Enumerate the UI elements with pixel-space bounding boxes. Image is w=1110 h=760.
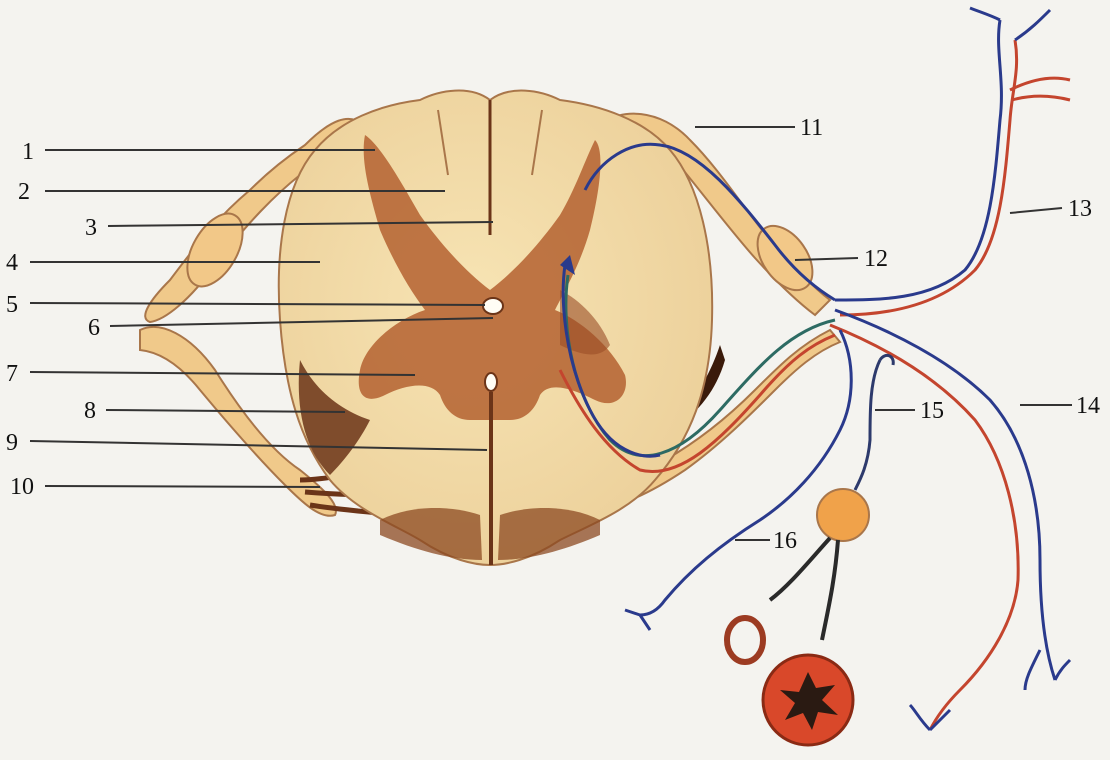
label-6: 6 <box>88 315 100 341</box>
fiber-14-branches <box>910 650 1070 730</box>
anterior-funiculus-shading <box>380 508 482 560</box>
anterior-funiculus-shading-right <box>498 508 600 560</box>
leader-13 <box>1010 208 1062 213</box>
label-13: 13 <box>1068 196 1092 222</box>
label-9: 9 <box>6 430 18 456</box>
label-3: 3 <box>85 215 97 241</box>
label-11: 11 <box>800 115 823 141</box>
label-1: 1 <box>22 139 34 165</box>
spinal-cord-section <box>279 91 712 565</box>
label-10: 10 <box>10 474 34 500</box>
fiber-13-branch-b <box>1010 78 1070 100</box>
fiber-13-red <box>840 40 1017 315</box>
label-16: 16 <box>773 528 797 554</box>
leader-10 <box>45 486 320 487</box>
anterior-median-fissure-top <box>485 373 497 391</box>
postganglionic-fiber-organ <box>822 540 838 640</box>
label-15: 15 <box>920 398 944 424</box>
blood-vessel <box>727 618 763 662</box>
fiber-14-blue <box>835 310 1055 680</box>
label-7: 7 <box>6 361 18 387</box>
fiber-15 <box>855 360 880 490</box>
central-canal <box>483 298 503 314</box>
label-4: 4 <box>6 250 18 276</box>
autonomic-ganglion <box>817 489 869 541</box>
fiber-13-branch-a <box>970 8 1050 40</box>
label-8: 8 <box>84 398 96 424</box>
fiber-15-hook <box>880 355 893 365</box>
label-5: 5 <box>6 292 18 318</box>
fiber-13-blue <box>835 20 1001 300</box>
label-14: 14 <box>1076 393 1100 419</box>
label-12: 12 <box>864 246 888 272</box>
label-2: 2 <box>18 179 30 205</box>
